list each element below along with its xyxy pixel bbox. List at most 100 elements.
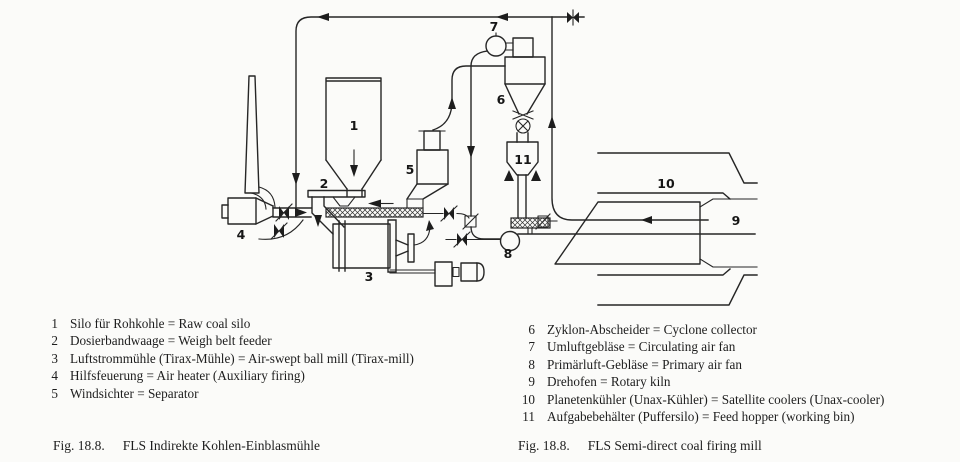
component-number-1: 1: [350, 118, 359, 133]
legend-item-text: Planetenkühler (Unax-Kühler) = Satellite…: [547, 391, 885, 407]
component-number-11: 11: [514, 152, 531, 167]
hopper-level-marker: [504, 170, 514, 181]
legend-item-number: 1: [51, 316, 58, 331]
flow-arrow-left-icon: [368, 199, 381, 208]
legend-item-text: Hilfsfeuerung = Air heater (Auxiliary fi…: [70, 368, 305, 384]
separator-discharge-box: [406, 198, 424, 209]
top-return-pipe: [295, 16, 585, 210]
component-number-6: 6: [497, 92, 506, 107]
stack-chimney: [244, 75, 260, 194]
figure-caption-right: Fig. 18.8. FLS Semi-direct coal firing mi…: [518, 438, 762, 454]
coupling: [452, 266, 460, 278]
cyclone-cone: [504, 83, 546, 115]
separator-neck: [423, 130, 441, 151]
primary-air-fan: [499, 230, 521, 252]
hopper-drop-tube: [517, 174, 527, 219]
legend-item-number: 9: [528, 374, 535, 390]
legend-item-text: Umluftgebläse = Circulating air fan: [547, 339, 736, 355]
figure-caption-left: Fig. 18.8. FLS Indirekte Kohlen-Einblasmü…: [53, 438, 320, 454]
gearbox: [434, 261, 453, 287]
kiln-hood-and-shell: [554, 201, 701, 265]
cyclone-outlet-duct: [512, 37, 534, 58]
flow-arrow-down-icon: [292, 173, 300, 185]
flow-arrow-up-icon: [448, 97, 456, 109]
figure-title: FLS Indirekte Kohlen-Einblasmühle: [122, 438, 320, 453]
flow-arrow-left-icon: [317, 13, 329, 21]
legend-item: 11 Aufgabebehälter (Puffersilo) = Feed h…: [509, 408, 957, 425]
legend-item: 7 Umluftgebläse = Circulating air fan: [509, 338, 957, 355]
component-number-3: 3: [365, 269, 374, 284]
rejects-return-trough: [325, 207, 424, 218]
component-number-4: 4: [237, 227, 246, 242]
legend-item: 3 Luftstrommühle (Tirax-Mühle) = Air-swe…: [32, 350, 492, 367]
component-number-8: 8: [504, 246, 513, 261]
legend-item: 6 Zyklon-Abscheider = Cyclone collector: [509, 321, 957, 338]
legend-item-number: 7: [528, 339, 535, 355]
legend-item-number: 2: [51, 333, 58, 349]
flow-arrow-left-icon: [496, 13, 508, 21]
trough-vent-line: [422, 212, 470, 219]
flow-arrow-down-icon: [350, 165, 358, 177]
satellite-cooler-top: [597, 152, 758, 200]
mill-trunnion: [395, 239, 409, 257]
flow-arrow-down-icon: [314, 215, 322, 227]
flow-arrow-down-icon: [467, 146, 475, 158]
damper-valve-icon: [573, 12, 579, 23]
kiln-shell-extension: [699, 198, 758, 268]
legend-item: 1 Silo für Rohkohle = Raw coal silo: [32, 315, 492, 332]
weigh-belt-feeder: [307, 189, 366, 198]
mill-inlet-chute: [311, 196, 345, 235]
figure-number: Fig. 18.8.: [518, 438, 570, 453]
drive-motor: [460, 262, 478, 282]
component-number-5: 5: [406, 162, 415, 177]
legend-item-number: 8: [528, 356, 535, 372]
legend-item: 9 Drehofen = Rotary kiln: [509, 373, 957, 390]
heater-valve-icon: [284, 206, 289, 220]
legend-right: 6 Zyklon-Abscheider = Cyclone collector …: [509, 321, 957, 425]
legend-item-text: Silo für Rohkohle = Raw coal silo: [70, 316, 251, 331]
component-number-2: 2: [320, 176, 329, 191]
downcomer-damper-icon: [464, 215, 477, 228]
circulating-air-fan: [485, 35, 507, 57]
legend-item: 4 Hilfsfeuerung = Air heater (Auxiliary …: [32, 367, 492, 384]
legend-item-number: 6: [528, 322, 535, 337]
screw-feeder-discharge: [527, 227, 533, 235]
air-heater-cone: [255, 197, 274, 225]
downcomer-damper-slash: [462, 213, 479, 230]
figure-number: Fig. 18.8.: [53, 438, 105, 453]
flow-arrow-right-icon: [295, 208, 307, 217]
feed-hopper-body: [506, 141, 539, 176]
bypass-valve-slash: [270, 222, 288, 240]
component-number-7: 7: [490, 19, 499, 34]
legend-item-text: Zyklon-Abscheider = Cyclone collector: [547, 322, 757, 337]
kiln-exhaust-riser: [551, 16, 709, 221]
screw-feeder: [510, 217, 551, 229]
legend-item-text: Luftstrommühle (Tirax-Mühle) = Air-swept…: [70, 350, 414, 366]
figure-title: FLS Semi-direct coal firing mill: [587, 438, 762, 453]
component-number-10: 10: [657, 176, 675, 191]
legend-item-text: Aufgabebehälter (Puffersilo) = Feed hopp…: [547, 409, 855, 425]
legend-item: 8 Primärluft-Gebläse = Primary air fan: [509, 356, 957, 373]
recirculation-downcomer: [470, 50, 501, 240]
heater-valve-slash: [275, 203, 293, 222]
legend-item-text: Primärluft-Gebläse = Primary air fan: [547, 356, 742, 372]
inlet-valve-slash: [453, 231, 471, 248]
legend-item-number: 4: [51, 368, 58, 384]
legend-item-text: Drehofen = Rotary kiln: [547, 374, 671, 390]
air-heater-body: [227, 197, 257, 225]
air-heater-burner-nub: [221, 204, 229, 219]
drive-shaft: [389, 269, 436, 274]
legend-item-text: Dosierbandwaage = Weigh belt feeder: [70, 333, 272, 349]
drive-motor-cap: [476, 262, 485, 282]
ball-mill-shell: [332, 223, 391, 269]
mill-end-rings: [338, 219, 397, 273]
flow-arrow-up-icon: [548, 116, 556, 128]
cyclone-body: [504, 56, 546, 85]
hopper-level-marker: [531, 170, 541, 181]
rotary-valve-cross: [517, 120, 529, 132]
legend-item-number: 10: [521, 391, 535, 407]
feeder-discharge: [332, 196, 356, 207]
legend-item: 10 Planetenkühler (Unax-Kühler) = Satell…: [509, 391, 957, 408]
legend-item-number: 11: [522, 409, 535, 425]
legend-item-number: 3: [51, 350, 58, 366]
